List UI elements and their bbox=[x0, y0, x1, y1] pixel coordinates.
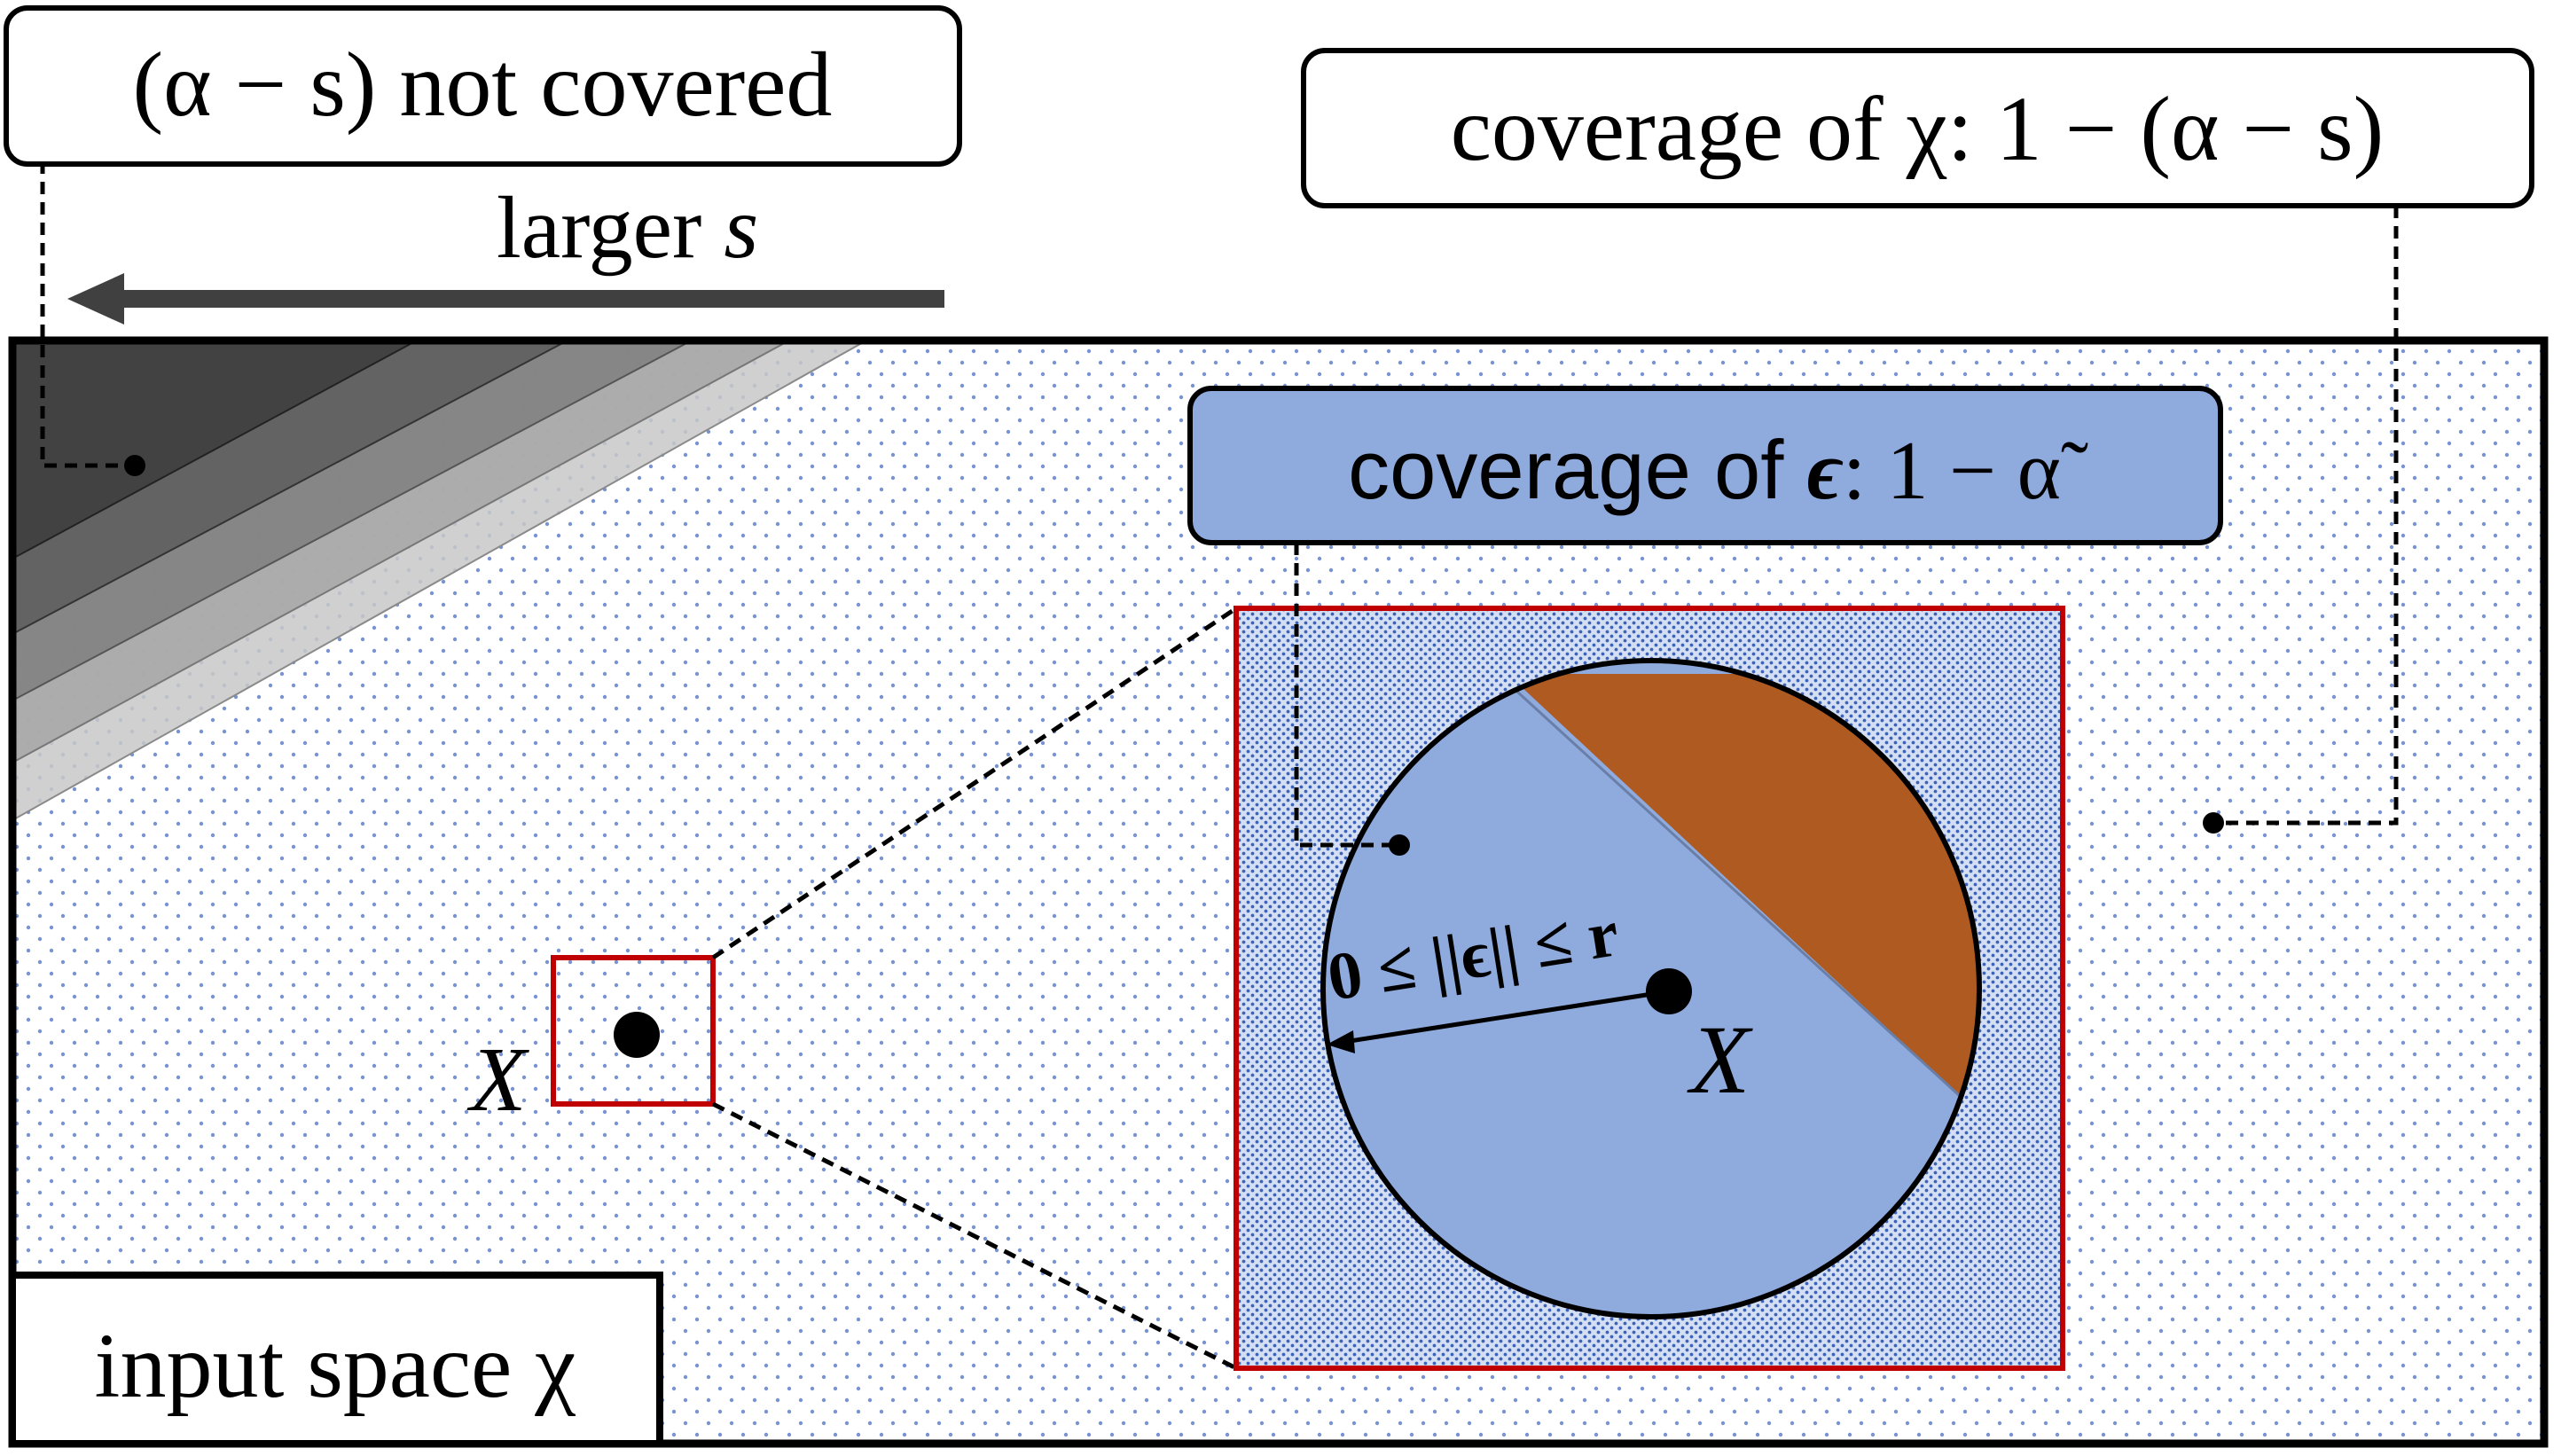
point-x-large-label: X bbox=[1687, 1006, 1753, 1114]
left-arrow-icon bbox=[67, 273, 124, 325]
coverage-eps-label: coverage of ϵ: 1 − α̃ bbox=[1348, 423, 2088, 517]
shade-band-1 bbox=[12, 341, 418, 560]
leader-end-dot bbox=[2203, 812, 2224, 834]
coverage-chi-box: coverage of χ: 1 − (α − s) bbox=[1301, 48, 2534, 208]
uncovered-wedge bbox=[1508, 674, 1979, 1117]
not-covered-box: (α − s) not covered bbox=[4, 5, 962, 167]
not-covered-label: (α − s) not covered bbox=[133, 34, 833, 136]
radius-arrow bbox=[1327, 989, 1670, 1053]
not-covered-leader bbox=[40, 161, 145, 476]
coverage-eps-leader bbox=[1294, 543, 1410, 856]
leader-end-dot bbox=[1389, 834, 1410, 856]
enlarged-neighborhood: 0 ≤ ||ϵ|| ≤ r X bbox=[1234, 606, 2065, 1371]
point-x-small-label: X bbox=[466, 1029, 529, 1131]
point-x-small-dot bbox=[614, 1012, 660, 1058]
coverage-chi-leader bbox=[2203, 206, 2399, 834]
small-neighborhood-frame: X bbox=[466, 955, 716, 1131]
input-space-box: input space χ bbox=[9, 1272, 663, 1447]
zoom-lines bbox=[711, 606, 1238, 1371]
point-x-large-dot bbox=[1646, 968, 1692, 1014]
input-space-label: input space χ bbox=[95, 1315, 576, 1417]
coverage-chi-label: coverage of χ: 1 − (α − s) bbox=[1451, 78, 2385, 180]
leader-end-dot bbox=[124, 455, 145, 476]
not-covered-shading bbox=[12, 341, 869, 822]
larger-s-label: larger s bbox=[497, 178, 758, 277]
larger-s-arrow bbox=[67, 273, 944, 325]
coverage-eps-box: coverage of ϵ: 1 − α̃ bbox=[1187, 386, 2223, 545]
